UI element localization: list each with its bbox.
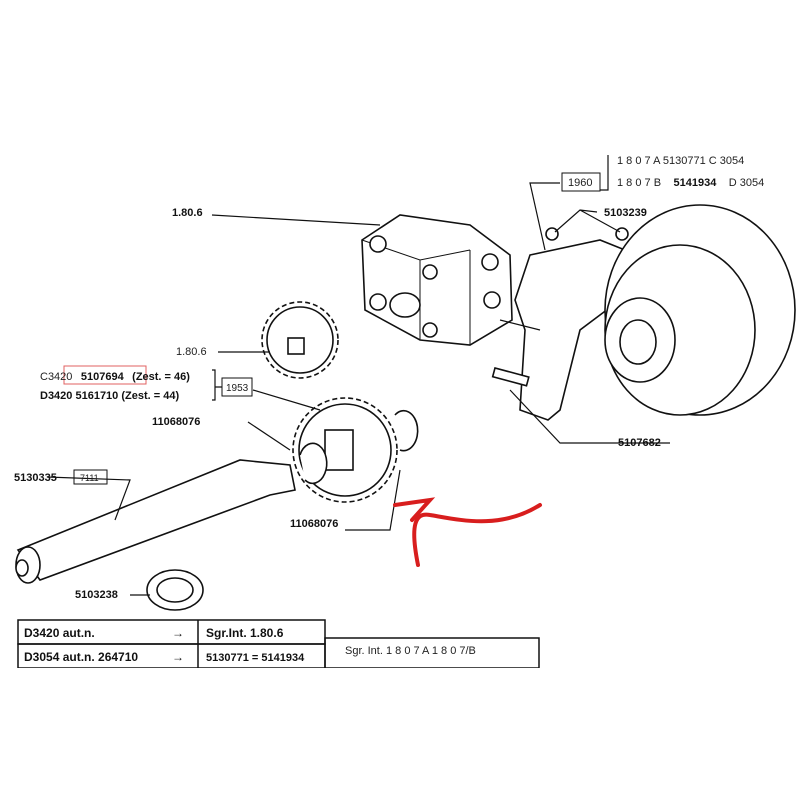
c3420-part: 5107694 (81, 371, 125, 383)
circlip-right (394, 409, 419, 452)
clutch-drum (604, 204, 796, 416)
c3420-prefix: C3420 (40, 371, 72, 383)
label-variant-b: 1 8 0 7 B 5141934 D 3054 (617, 173, 764, 190)
label-1953: 1953 (226, 383, 249, 394)
label-circlip-1: 11068076 (152, 416, 200, 428)
label-variant-a: 1 8 0 7 A 5130771 C 3054 (617, 155, 744, 167)
group-box-1953 (221, 377, 253, 397)
label-bracket: 5107682 (618, 437, 661, 449)
label-shaft: 5130335 (14, 472, 57, 484)
label-circlip-2: 11068076 (290, 518, 338, 530)
table-row1-arrow: → (172, 626, 184, 640)
shaft (15, 459, 296, 584)
table-row2-arrow: → (172, 650, 184, 664)
table-row2-left: D3054 aut.n. 264710 (24, 650, 138, 664)
variant-b-prefix: 1 8 0 7 B (617, 177, 661, 189)
shaft-box-7111 (73, 469, 108, 485)
table-row1-left: D3420 aut.n. (24, 626, 95, 640)
label-d3420: D3420 5161710 (Zest. = 44) (40, 390, 179, 402)
table-row2-right: 5130771 = 5141934 (206, 652, 305, 664)
table-row1-right: Sgr.Int. 1.80.6 (206, 626, 284, 640)
variant-b-part: 5141934 (674, 177, 718, 189)
label-bearing: 5103238 (75, 589, 118, 601)
variant-b-suffix: D 3054 (729, 177, 764, 189)
label-1960: 1960 (568, 177, 592, 189)
bracket (491, 227, 629, 421)
gear-upper (261, 301, 339, 379)
label-pin: 5103239 (604, 207, 647, 219)
needle-bearing (146, 569, 204, 611)
label-7111: 7111 (80, 473, 99, 483)
table-side-header: Sgr. Int. 1 8 0 7 A 1 8 0 7/B (345, 645, 476, 657)
label-c3420: C3420 5107694 (Zest. = 46) (40, 367, 190, 384)
group-box-1960 (561, 172, 601, 192)
circlip-left (299, 442, 328, 485)
label-gear: 1.80.6 (176, 346, 207, 358)
c3420-note: (Zest. = 46) (132, 371, 190, 383)
label-top-gear: 1.80.6 (172, 207, 203, 219)
highlight-box (63, 365, 147, 385)
red-arrow-annotation (393, 497, 542, 567)
reference-table: D3420 aut.n. → Sgr.Int. 1.80.6 D3054 aut… (17, 619, 540, 669)
hydraulic-pump (361, 214, 513, 346)
